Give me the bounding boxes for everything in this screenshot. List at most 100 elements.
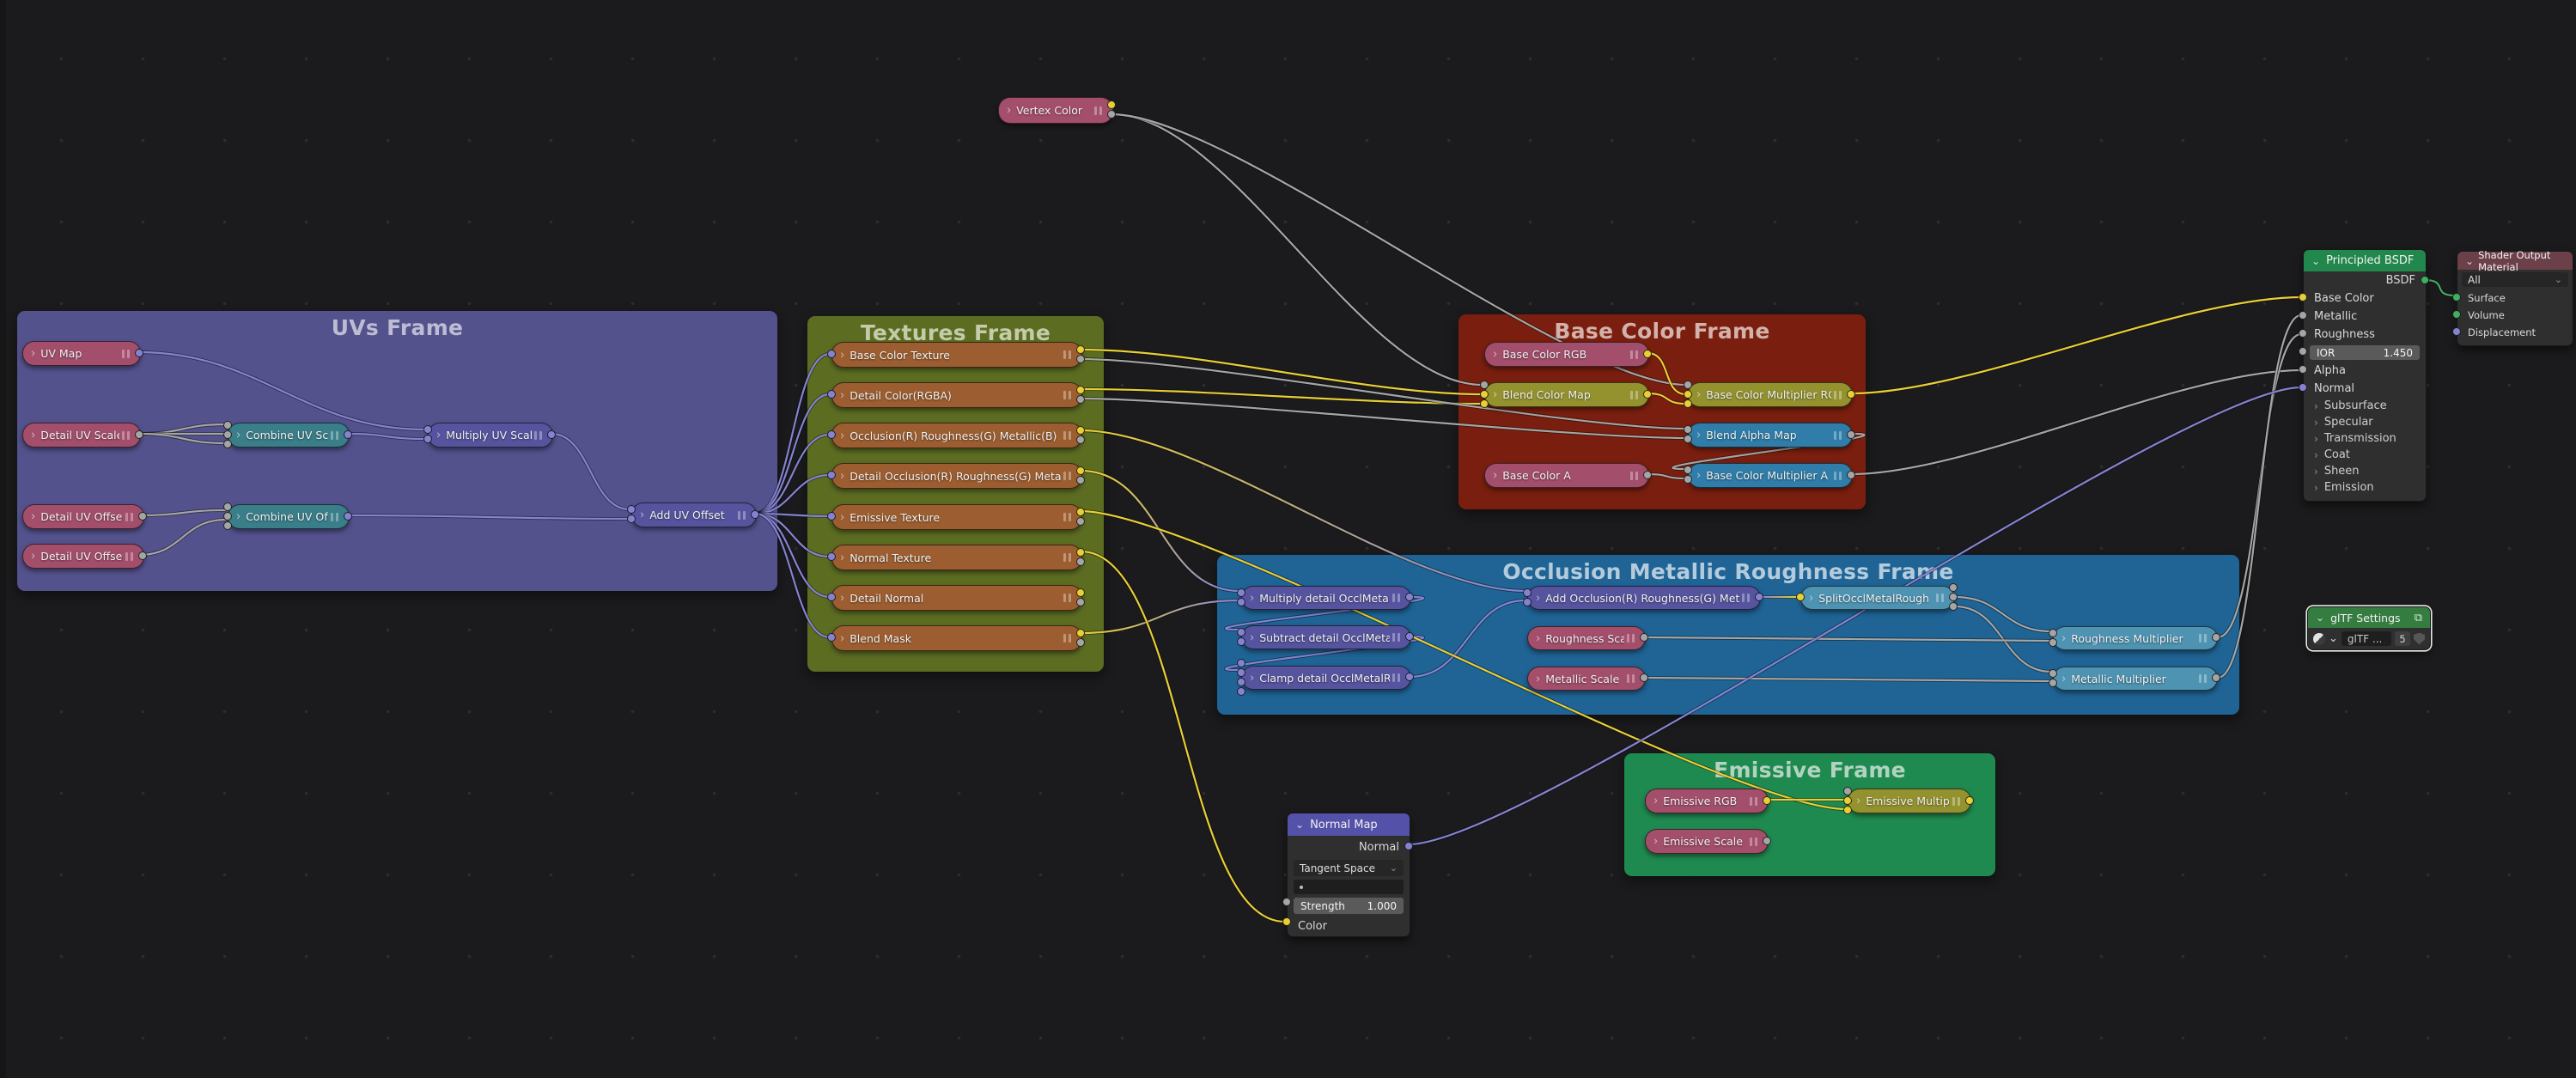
node-normal-texture[interactable]: ›Normal Texture <box>831 545 1082 570</box>
chevron-right-icon[interactable]: › <box>2314 432 2318 445</box>
output-socket[interactable] <box>1847 429 1855 439</box>
input-socket[interactable] <box>1843 805 1852 814</box>
node-base-color-texture[interactable]: ›Base Color Texture <box>831 342 1082 368</box>
input-socket[interactable] <box>223 420 232 429</box>
chevron-right-icon[interactable]: › <box>1653 794 1659 808</box>
node-detail-uv-offset-u[interactable]: ›Detail UV Offset U <box>22 504 144 529</box>
chevron-right-icon[interactable]: › <box>2314 481 2318 494</box>
output-socket[interactable] <box>1076 475 1085 484</box>
node-detail-color-rgba[interactable]: ›Detail Color(RGBA) <box>831 382 1082 408</box>
output-socket[interactable] <box>1847 470 1855 479</box>
output-socket[interactable] <box>1076 354 1085 363</box>
chevron-right-icon[interactable]: › <box>1696 428 1702 442</box>
output-socket[interactable] <box>1107 100 1116 109</box>
panel-emission[interactable]: ›Emission <box>2304 479 2426 496</box>
input-socket-base-color[interactable] <box>2299 293 2307 301</box>
output-socket[interactable] <box>1076 557 1085 566</box>
node-vertex-color[interactable]: ›Vertex Color <box>998 97 1113 124</box>
output-socket[interactable] <box>1405 593 1414 601</box>
chevron-right-icon[interactable]: › <box>840 387 845 403</box>
node-base-color-rgb[interactable]: ›Base Color RGB <box>1484 342 1649 367</box>
output-socket[interactable] <box>135 348 143 357</box>
input-socket[interactable] <box>1684 399 1692 408</box>
node-base-color-multiplier-a[interactable]: ›Base Color Multiplier A <box>1688 463 1853 488</box>
node-clamp-detail-occlmetalrough[interactable]: ›Clamp detail OcclMetalRough <box>1241 666 1411 690</box>
output-socket[interactable] <box>138 551 147 560</box>
chevron-right-icon[interactable]: › <box>236 428 241 442</box>
output-socket[interactable] <box>1076 597 1085 606</box>
chevron-right-icon[interactable]: › <box>1493 468 1498 483</box>
node-emissive-rgb[interactable]: ›Emissive RGB <box>1645 789 1769 813</box>
output-socket[interactable] <box>2212 673 2220 682</box>
normal-output-socket[interactable] <box>1404 842 1413 850</box>
chevron-right-icon[interactable]: › <box>640 508 645 522</box>
node-header[interactable]: ⌄Shader Output Material <box>2457 249 2573 273</box>
chevron-right-icon[interactable]: › <box>1856 794 1861 808</box>
chevron-right-icon[interactable]: › <box>1536 630 1541 646</box>
input-socket[interactable] <box>827 350 836 358</box>
input-socket[interactable] <box>1843 786 1852 795</box>
output-socket[interactable] <box>547 429 556 439</box>
node-blend-color-map[interactable]: ›Blend Color Map <box>1484 382 1649 407</box>
chevron-right-icon[interactable]: › <box>1696 387 1702 402</box>
chevron-down-icon[interactable]: ⌄ <box>2316 612 2325 624</box>
output-socket[interactable] <box>751 509 759 519</box>
output-socket[interactable] <box>1076 628 1085 637</box>
chevron-right-icon[interactable]: › <box>31 509 36 524</box>
input-socket[interactable] <box>223 502 232 511</box>
node-base-color-a[interactable]: ›Base Color A <box>1484 463 1649 488</box>
chevron-right-icon[interactable]: › <box>1493 347 1498 362</box>
node-header[interactable]: ⌄Normal Map <box>1288 813 1410 836</box>
node-multiply-detail-occlmetalrough[interactable]: ›Multiply detail OcclMetalRough <box>1241 586 1411 610</box>
output-socket[interactable] <box>1107 110 1116 119</box>
input-socket[interactable] <box>1237 658 1245 667</box>
chevron-right-icon[interactable]: › <box>1536 671 1541 686</box>
output-socket[interactable] <box>138 511 147 521</box>
node-header[interactable]: ⌄glTF Settings⧉ <box>2308 607 2430 628</box>
chevron-right-icon[interactable]: › <box>1653 834 1659 849</box>
gltf-name-field[interactable]: glTF ... <box>2341 631 2391 646</box>
input-socket[interactable] <box>1237 597 1245 606</box>
input-socket[interactable] <box>2049 628 2057 637</box>
panel-subsurface[interactable]: ›Subsurface <box>2304 398 2426 414</box>
input-socket[interactable] <box>827 471 836 479</box>
material-sphere-icon[interactable] <box>2313 632 2325 645</box>
chevron-right-icon[interactable]: › <box>2314 416 2318 429</box>
chevron-down-icon[interactable]: ⌄ <box>1295 819 1305 831</box>
input-socket-ior[interactable] <box>2299 347 2307 356</box>
input-socket-roughness[interactable] <box>2299 329 2307 338</box>
output-socket[interactable] <box>1949 602 1958 611</box>
chevron-right-icon[interactable]: › <box>840 630 845 646</box>
node-roughness-scale[interactable]: ›Roughness Scale <box>1527 626 1646 650</box>
output-socket[interactable] <box>1949 583 1958 592</box>
shield-icon[interactable] <box>2414 632 2425 645</box>
chevron-right-icon[interactable]: › <box>2061 671 2067 686</box>
input-socket-displacement[interactable] <box>2452 327 2461 336</box>
output-socket[interactable] <box>1763 795 1771 805</box>
bsdf-output-socket[interactable] <box>2421 276 2429 284</box>
output-socket[interactable] <box>1643 389 1652 399</box>
node-blend-mask[interactable]: ›Blend Mask <box>831 625 1082 651</box>
input-socket[interactable] <box>2049 668 2057 678</box>
chevron-right-icon[interactable]: › <box>2314 465 2318 478</box>
output-socket[interactable] <box>1405 632 1414 641</box>
chevron-right-icon[interactable]: › <box>2314 448 2318 461</box>
panel-sheen[interactable]: ›Sheen <box>2304 463 2426 479</box>
node-base-color-multiplier-rgb[interactable]: ›Base Color Multiplier RGB <box>1688 382 1853 407</box>
output-socket[interactable] <box>1076 547 1085 557</box>
input-socket[interactable] <box>1684 475 1692 484</box>
output-socket[interactable] <box>1076 425 1085 435</box>
input-socket-volume[interactable] <box>2452 310 2461 319</box>
node-detail-uv-scale[interactable]: ›Detail UV Scale <box>22 423 141 448</box>
input-socket[interactable] <box>223 521 232 530</box>
input-socket[interactable] <box>1237 677 1245 686</box>
output-socket[interactable] <box>1076 516 1085 526</box>
input-socket-surface[interactable] <box>2452 293 2461 301</box>
chevron-down-icon[interactable]: ⌄ <box>2465 254 2475 267</box>
input-socket-normal[interactable] <box>2299 383 2307 392</box>
chevron-right-icon[interactable]: › <box>236 509 241 524</box>
output-socket[interactable] <box>1965 795 1974 805</box>
output-socket[interactable] <box>1076 466 1085 475</box>
node-header[interactable]: ⌄Principled BSDF <box>2304 250 2426 271</box>
